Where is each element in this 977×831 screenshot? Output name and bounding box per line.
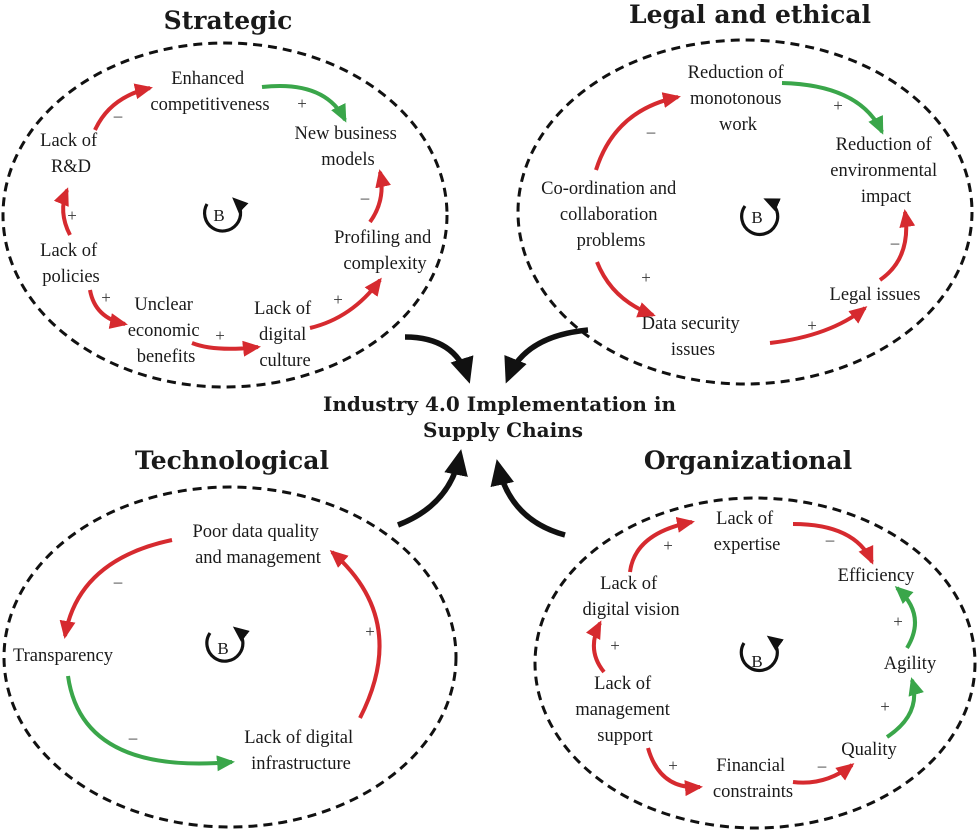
arrow-management-to-financial (646, 747, 703, 797)
arrow-vision-to-expertise (628, 516, 695, 573)
organizational-title: Organizational (644, 446, 852, 475)
arrow-agility-to-efficiency (894, 585, 917, 650)
organizational-boundary (533, 496, 977, 830)
organizational-to-center-arrow (490, 459, 566, 538)
sign-infrastructure-to-poor-data: + (365, 622, 375, 641)
arrow-culture-to-profiling (309, 277, 382, 330)
arrow-management-to-vision (585, 620, 606, 674)
arrow-quality-to-agility (885, 677, 924, 739)
legal-boundary (516, 38, 974, 386)
organizational-balancing-label: B (751, 652, 762, 671)
technological-balancing-label: B (217, 639, 228, 658)
sign-enhanced-to-new-models: + (297, 94, 307, 113)
sign-management-to-vision: + (610, 636, 620, 655)
sign-policies-to-unclear: + (101, 288, 111, 307)
sign-unclear-to-culture: + (215, 326, 225, 345)
technological-title: Technological (135, 446, 329, 475)
legal-balancing-label: B (751, 208, 762, 227)
node-lack-of-digital-infrastructure: Lack of digital infrastructure (244, 728, 358, 774)
node-profiling-and-complexity: Profiling and complexity (334, 228, 436, 274)
arrow-transparency-to-infrastructure (66, 675, 235, 772)
sign-financial-to-quality: – (817, 756, 827, 775)
organizational-balancing-loop-icon (739, 635, 784, 673)
sign-expertise-to-efficiency: – (825, 530, 835, 549)
sign-culture-to-profiling: + (333, 290, 343, 309)
arrow-enhanced-to-new-models (261, 84, 347, 123)
sign-agility-to-efficiency: + (893, 612, 903, 631)
strategic-boundary (1, 41, 449, 389)
node-transparency: Transparency (13, 646, 114, 666)
sign-vision-to-expertise: + (663, 536, 673, 555)
sign-legal-to-environmental: – (890, 233, 900, 252)
strategic-balancing-loop-icon (203, 197, 249, 233)
center-label: Industry 4.0 Implementation in Supply Ch… (323, 392, 683, 442)
arrow-expertise-to-efficiency (792, 522, 874, 565)
node-lack-of-rnd: Lack of R&D (40, 131, 102, 177)
sign-quality-to-agility: + (880, 697, 890, 716)
node-new-business-models: New business models (295, 124, 402, 170)
legal-title: Legal and ethical (629, 0, 871, 29)
sign-data-security-to-legal: + (807, 316, 817, 335)
sign-coordination-to-monotonous: – (646, 122, 656, 141)
strategic-title: Strategic (164, 6, 293, 35)
sign-monotonous-to-environmental: + (833, 96, 843, 115)
node-legal-issues: Legal issues (830, 285, 921, 305)
node-lack-of-policies: Lack of policies (40, 241, 102, 287)
node-lack-of-management-support: Lack of management support (575, 674, 674, 746)
sign-rnd-to-enhanced: – (113, 106, 123, 125)
node-unclear-economic-benefits: Unclear economic benefits (128, 295, 205, 367)
sign-management-to-financial: + (668, 756, 678, 775)
strategic-balancing-label: B (213, 206, 224, 225)
arrow-data-security-to-legal (769, 306, 868, 345)
node-agility: Agility (884, 654, 937, 674)
sign-profiling-to-new-models: – (360, 188, 370, 207)
node-enhanced-competitiveness: Enhanced competitiveness (150, 69, 269, 115)
node-lack-of-digital-culture: Lack of digital culture (254, 299, 316, 371)
node-lack-of-expertise: Lack of expertise (714, 509, 781, 555)
node-lack-of-digital-vision: Lack of digital vision (582, 574, 679, 620)
node-coordination-problems: Co-ordination and collaboration problems (541, 179, 681, 251)
arrow-policies-to-rnd (53, 187, 72, 236)
arrow-coordination-to-data-security (595, 261, 656, 318)
arrow-infrastructure-to-poor-data (329, 550, 382, 719)
node-reduction-environmental-impact: Reduction of environmental impact (830, 135, 941, 207)
arrow-financial-to-quality (792, 763, 855, 785)
arrow-unclear-to-culture (191, 340, 261, 357)
technological-boundary (2, 485, 458, 829)
node-quality: Quality (841, 740, 897, 760)
legal-to-center-arrow (504, 327, 589, 384)
arrow-coordination-to-monotonous (594, 92, 681, 171)
node-data-security-issues: Data security issues (642, 314, 745, 360)
arrow-policies-to-unclear (88, 289, 128, 329)
arrow-profiling-to-new-models (368, 169, 391, 224)
arrow-monotonous-to-environmental (781, 81, 884, 135)
technological-to-center-arrow (397, 449, 468, 528)
node-poor-data-quality: Poor data quality and management (192, 522, 323, 568)
node-reduction-monotonous-work: Reduction of monotonous work (688, 63, 789, 135)
strategic-to-center-arrow (404, 334, 474, 384)
sign-transparency-to-infrastructure: – (128, 728, 138, 747)
sign-coordination-to-data-security: + (641, 268, 651, 287)
arrow-poor-data-to-transparency (59, 538, 173, 639)
node-financial-constraints: Financial constraints (713, 756, 793, 802)
arrow-rnd-to-enhanced (93, 83, 153, 131)
sign-poor-data-to-transparency: – (113, 572, 123, 591)
technological-balancing-loop-icon (205, 626, 250, 663)
legal-balancing-loop-icon (740, 198, 781, 236)
node-efficiency: Efficiency (838, 566, 915, 586)
arrow-legal-to-environmental (878, 209, 916, 282)
sign-policies-to-rnd: + (67, 206, 77, 225)
